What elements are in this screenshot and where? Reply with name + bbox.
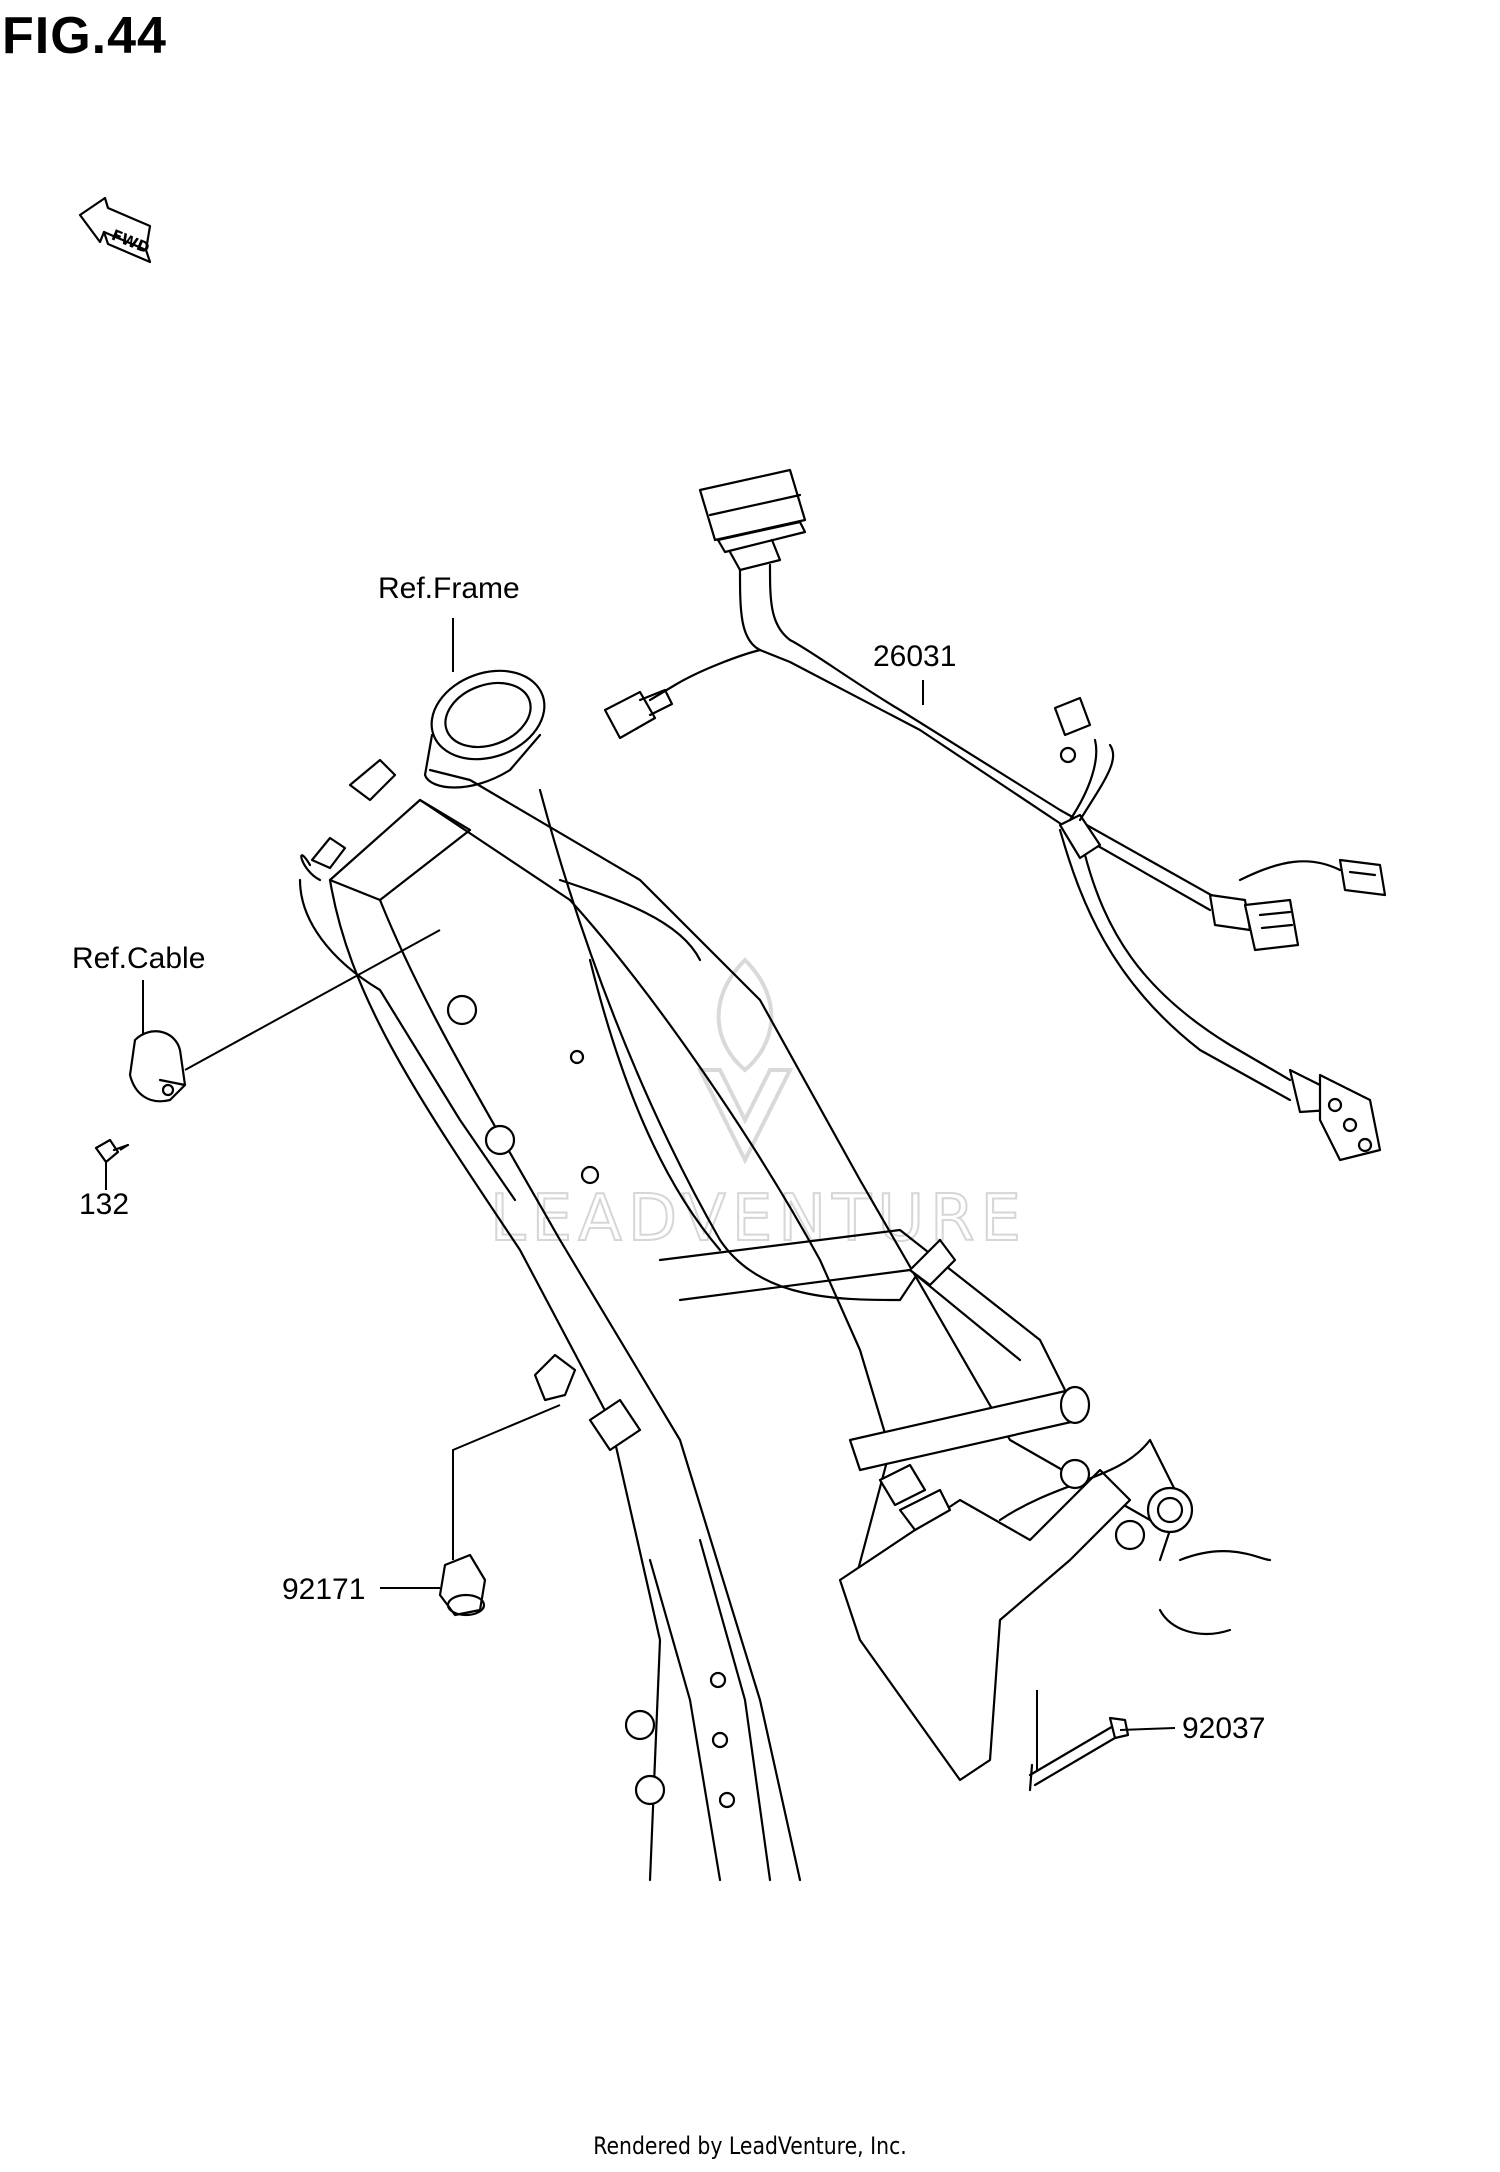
callout-92037: 92037 <box>1182 1712 1266 1745</box>
forward-arrow-icon: FWD <box>78 196 152 264</box>
callout-ref-frame: Ref.Frame <box>378 572 520 605</box>
watermark-text: LEADVENTURE <box>490 1182 1027 1256</box>
bolt-drawing <box>94 1138 130 1164</box>
wiring-harness-drawing <box>603 468 1387 1162</box>
callout-26031: 26031 <box>873 640 957 673</box>
frame-drawing <box>298 669 1272 1882</box>
callout-92171: 92171 <box>282 1573 366 1606</box>
band-92037-drawing <box>1028 1716 1130 1792</box>
callout-132: 132 <box>79 1188 130 1221</box>
clip-92171-drawing <box>438 1553 487 1617</box>
leadventure-logo-icon: LEADVENTURE <box>489 957 1027 1257</box>
leader-lines <box>105 618 1176 1770</box>
callout-ref-cable: Ref.Cable <box>72 942 206 975</box>
figure-title: FIG.44 <box>2 7 167 65</box>
cable-clamp-drawing <box>128 1030 187 1103</box>
footer-credit: Rendered by LeadVenture, Inc. <box>593 2132 907 2160</box>
